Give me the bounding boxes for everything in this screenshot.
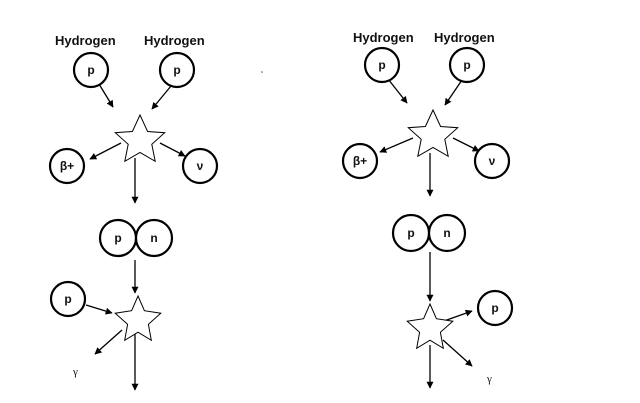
arrow-fusion-to-gamma xyxy=(442,339,473,367)
neutron-symbol: n xyxy=(443,226,450,240)
proton-symbol: p xyxy=(64,292,71,306)
arrow-proton1-to-fusion xyxy=(98,83,114,108)
neutrino-symbol: ν xyxy=(489,154,496,168)
neutrino-symbol: ν xyxy=(197,159,204,173)
hydrogen-label-left-2: Hydrogen xyxy=(144,33,205,48)
proton-symbol: p xyxy=(463,58,470,72)
gamma-label-left: γ xyxy=(72,366,78,378)
arrow-fusion-to-positron xyxy=(89,142,122,160)
arrow-proton1-to-fusion xyxy=(387,78,408,104)
arrow-proton3-to-fusion xyxy=(85,304,113,315)
neutrino-right: ν xyxy=(473,142,511,180)
arrow-fusion-to-neutrino xyxy=(159,142,186,157)
positron-right: β+ xyxy=(341,142,379,180)
proton-symbol: p xyxy=(491,301,498,315)
proton-right-1: p xyxy=(363,46,401,84)
deuteron-left: p n xyxy=(98,218,174,258)
neutron-symbol: n xyxy=(150,231,157,245)
positron-symbol: β+ xyxy=(60,159,74,173)
proton-right-2: p xyxy=(448,46,486,84)
hydrogen-label-right-2: Hydrogen xyxy=(434,30,495,45)
proton-right-3: p xyxy=(476,289,514,327)
arrow-proton2-to-fusion xyxy=(444,79,463,106)
left-reaction-chain: Hydrogen Hydrogen p p β+ ν xyxy=(48,33,219,391)
gamma-label-right: γ xyxy=(486,373,492,385)
arrow-fusion-to-neutrino xyxy=(452,137,480,152)
proton-left-2: p xyxy=(158,51,196,89)
positron-left: β+ xyxy=(48,147,86,185)
proton-symbol: p xyxy=(407,226,414,240)
proton-symbol: p xyxy=(114,231,121,245)
arrow-fusion-to-positron xyxy=(379,137,414,153)
arrow-fusion-to-gamma xyxy=(94,329,123,355)
proton-symbol: p xyxy=(173,63,180,77)
right-reaction-chain: Hydrogen Hydrogen p p β+ ν xyxy=(341,30,514,389)
positron-symbol: β+ xyxy=(353,154,367,168)
hydrogen-label-right-1: Hydrogen xyxy=(353,30,414,45)
fusion-star-2 xyxy=(406,302,454,350)
arrow-proton2-to-fusion xyxy=(151,85,172,110)
hydrogen-label-left-1: Hydrogen xyxy=(55,33,116,48)
proton-symbol: p xyxy=(87,63,94,77)
proton-left-3: p xyxy=(49,280,87,318)
proton-left-1: p xyxy=(72,51,110,89)
fusion-star-2 xyxy=(114,294,162,342)
fusion-star-1 xyxy=(407,108,459,158)
deuteron-right: p n xyxy=(391,213,467,253)
arrow-fusion-to-proton xyxy=(443,309,473,322)
proton-symbol: p xyxy=(378,58,385,72)
neutrino-left: ν xyxy=(181,147,219,185)
fusion-star-1 xyxy=(114,113,166,163)
stray-dot xyxy=(261,71,263,73)
